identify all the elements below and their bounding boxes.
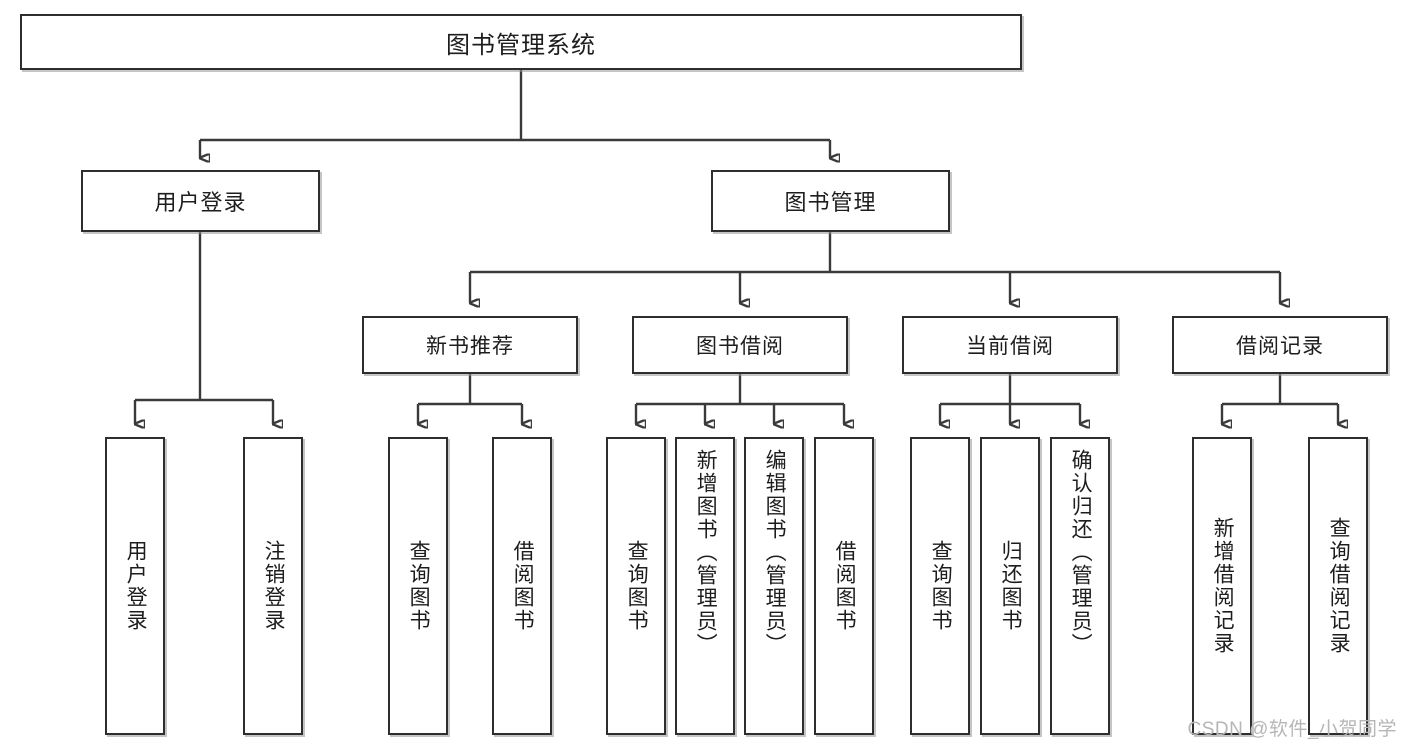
node-root-book-management-system[interactable]: 图书管理系统 — [20, 14, 1022, 70]
node-label: 图书管理 — [784, 190, 877, 215]
node-book-management[interactable]: 图书管理 — [711, 170, 950, 232]
node-label: 查询借阅记录 — [1327, 517, 1351, 655]
node-label: 图书借阅 — [696, 335, 784, 358]
watermark: CSDN @软件_小贺同学 — [1187, 719, 1397, 740]
leaf-borrow-borrow-book[interactable]: 借阅图书 — [814, 437, 874, 735]
node-label: 查询图书 — [929, 540, 953, 632]
node-label: 注销登录 — [262, 540, 286, 632]
node-label: 确认归还（管理员） — [1069, 449, 1093, 656]
node-label: 用户登录 — [124, 540, 148, 632]
node-label: 图书管理系统 — [446, 31, 596, 59]
node-borrow-records[interactable]: 借阅记录 — [1172, 316, 1388, 374]
leaf-borrow-edit-book-admin[interactable]: 编辑图书（管理员） — [744, 437, 804, 735]
node-book-borrow[interactable]: 图书借阅 — [632, 316, 848, 374]
node-label: 查询图书 — [625, 540, 649, 632]
node-label: 当前借阅 — [966, 335, 1054, 358]
leaf-recommend-query-book[interactable]: 查询图书 — [388, 437, 448, 735]
node-label: 借阅图书 — [511, 540, 535, 632]
leaf-records-query-record[interactable]: 查询借阅记录 — [1308, 437, 1368, 735]
node-label: 新增图书（管理员） — [694, 449, 718, 656]
node-label: 借阅记录 — [1236, 335, 1324, 358]
node-label: 归还图书 — [999, 540, 1023, 632]
leaf-borrow-query-book[interactable]: 查询图书 — [606, 437, 666, 735]
leaf-current-confirm-return-admin[interactable]: 确认归还（管理员） — [1050, 437, 1110, 735]
leaf-user-login-logout[interactable]: 注销登录 — [243, 437, 303, 735]
node-new-book-recommend[interactable]: 新书推荐 — [362, 316, 578, 374]
node-label: 新书推荐 — [426, 335, 514, 358]
node-label: 编辑图书（管理员） — [763, 449, 787, 656]
node-current-borrow[interactable]: 当前借阅 — [902, 316, 1118, 374]
leaf-borrow-add-book-admin[interactable]: 新增图书（管理员） — [675, 437, 735, 735]
node-user-login[interactable]: 用户登录 — [81, 170, 320, 232]
leaf-user-login-login[interactable]: 用户登录 — [105, 437, 165, 735]
leaf-recommend-borrow-book[interactable]: 借阅图书 — [492, 437, 552, 735]
leaf-records-add-record[interactable]: 新增借阅记录 — [1192, 437, 1252, 735]
node-label: 用户登录 — [154, 190, 247, 215]
node-label: 借阅图书 — [833, 540, 857, 632]
leaf-current-query-book[interactable]: 查询图书 — [910, 437, 970, 735]
leaf-current-return-book[interactable]: 归还图书 — [980, 437, 1040, 735]
node-label: 查询图书 — [407, 540, 431, 632]
node-label: 新增借阅记录 — [1211, 517, 1235, 655]
